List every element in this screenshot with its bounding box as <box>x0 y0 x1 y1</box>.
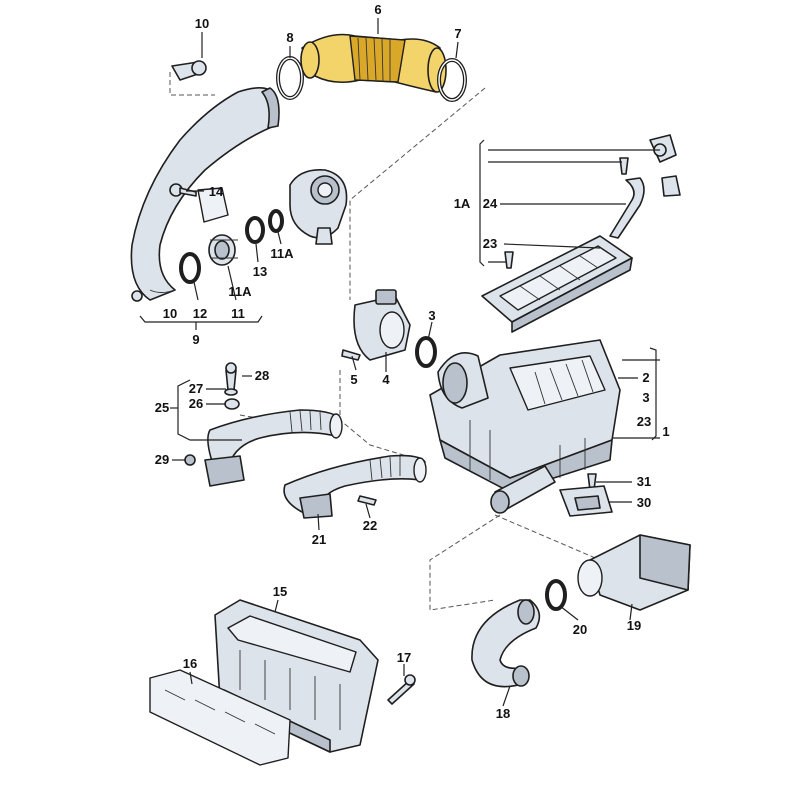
callout-15[interactable]: 15 <box>273 584 287 599</box>
callout-25[interactable]: 25 <box>155 400 169 415</box>
callout-3-right[interactable]: 3 <box>642 390 649 405</box>
part-16-gasket[interactable] <box>149 669 291 766</box>
part-29-nut[interactable] <box>184 454 196 466</box>
callout-4[interactable]: 4 <box>382 372 390 387</box>
callout-1A[interactable]: 1A <box>454 196 471 211</box>
part-25-pipe[interactable] <box>204 409 343 487</box>
callout-11A-left[interactable]: 11A <box>228 284 252 299</box>
callout-1[interactable]: 1 <box>662 424 669 439</box>
part-8-hose-clamp[interactable] <box>276 56 304 100</box>
part-10-sensor[interactable] <box>171 60 207 81</box>
part-28-bolt[interactable] <box>225 362 237 391</box>
callout-12[interactable]: 12 <box>193 306 207 321</box>
callout-29[interactable]: 29 <box>155 452 169 467</box>
part-11A-valve-housing[interactable] <box>289 168 348 245</box>
part-21-pipe[interactable] <box>283 454 427 519</box>
part-22-bolt[interactable] <box>357 495 377 506</box>
part-1-outlet-tube[interactable] <box>490 465 556 514</box>
callout-10-bottom[interactable]: 10 <box>163 306 177 321</box>
part-12-clamp[interactable] <box>179 252 201 284</box>
callout-13[interactable]: 13 <box>253 264 267 279</box>
callout-17[interactable]: 17 <box>397 650 411 665</box>
callout-31[interactable]: 31 <box>637 474 651 489</box>
callout-14[interactable]: 14 <box>209 184 224 199</box>
part-5-bolt[interactable] <box>341 349 361 361</box>
callout-28[interactable]: 28 <box>255 368 269 383</box>
callout-26[interactable]: 26 <box>189 396 203 411</box>
part-24-breather-pipe[interactable] <box>609 177 645 239</box>
callout-23-top[interactable]: 23 <box>483 236 497 251</box>
callout-2[interactable]: 2 <box>642 370 649 385</box>
part-1A-connector[interactable] <box>649 134 681 197</box>
callout-24[interactable]: 24 <box>483 196 498 211</box>
part-26-grommet[interactable] <box>224 398 240 410</box>
part-20-clamp[interactable] <box>545 579 567 611</box>
part-11A-seal[interactable] <box>268 209 284 233</box>
callout-11A-right[interactable]: 11A <box>270 246 294 261</box>
callout-19[interactable]: 19 <box>627 618 641 633</box>
callout-5[interactable]: 5 <box>350 372 357 387</box>
callout-20[interactable]: 20 <box>573 622 587 637</box>
part-23-bolt[interactable] <box>504 251 514 269</box>
callout-6[interactable]: 6 <box>374 2 381 17</box>
callout-27[interactable]: 27 <box>189 381 203 396</box>
part-13-clamp[interactable] <box>245 216 265 244</box>
callout-23-right[interactable]: 23 <box>637 414 651 429</box>
part-19-air-intake-duct[interactable] <box>577 534 691 611</box>
callout-9[interactable]: 9 <box>192 332 199 347</box>
callout-21[interactable]: 21 <box>312 532 326 547</box>
part-1A-bolt[interactable] <box>619 157 629 175</box>
callout-10-top[interactable]: 10 <box>195 16 209 31</box>
part-30-bracket[interactable] <box>559 485 613 517</box>
callout-22[interactable]: 22 <box>363 518 377 533</box>
part-6-intake-hose-highlighted[interactable] <box>300 33 447 93</box>
callout-16[interactable]: 16 <box>183 656 197 671</box>
leader-lines <box>139 18 660 707</box>
callout-18[interactable]: 18 <box>496 706 510 721</box>
part-23-air-filter-element-tray[interactable] <box>481 235 633 333</box>
callout-8[interactable]: 8 <box>286 30 293 45</box>
part-1-air-filter-housing[interactable] <box>429 339 621 493</box>
part-18-intake-hose[interactable] <box>471 599 541 688</box>
callout-11[interactable]: 11 <box>231 306 245 321</box>
part-3-seal-ring[interactable] <box>415 336 437 368</box>
part-10-charge-air-pipe[interactable] <box>130 87 280 302</box>
part-17-bolt[interactable] <box>387 674 416 705</box>
callout-labels: 10 8 6 7 14 13 11A 11A 10 12 11 9 1A 24 … <box>155 2 670 721</box>
callout-3-top[interactable]: 3 <box>428 308 435 323</box>
part-4-mass-air-flow-sensor[interactable] <box>353 289 411 361</box>
callout-7[interactable]: 7 <box>454 26 461 41</box>
callout-30[interactable]: 30 <box>637 495 651 510</box>
part-11-connector[interactable] <box>208 234 238 266</box>
part-7-hose-clamp[interactable] <box>437 58 467 102</box>
part-27-washer[interactable] <box>224 388 238 396</box>
